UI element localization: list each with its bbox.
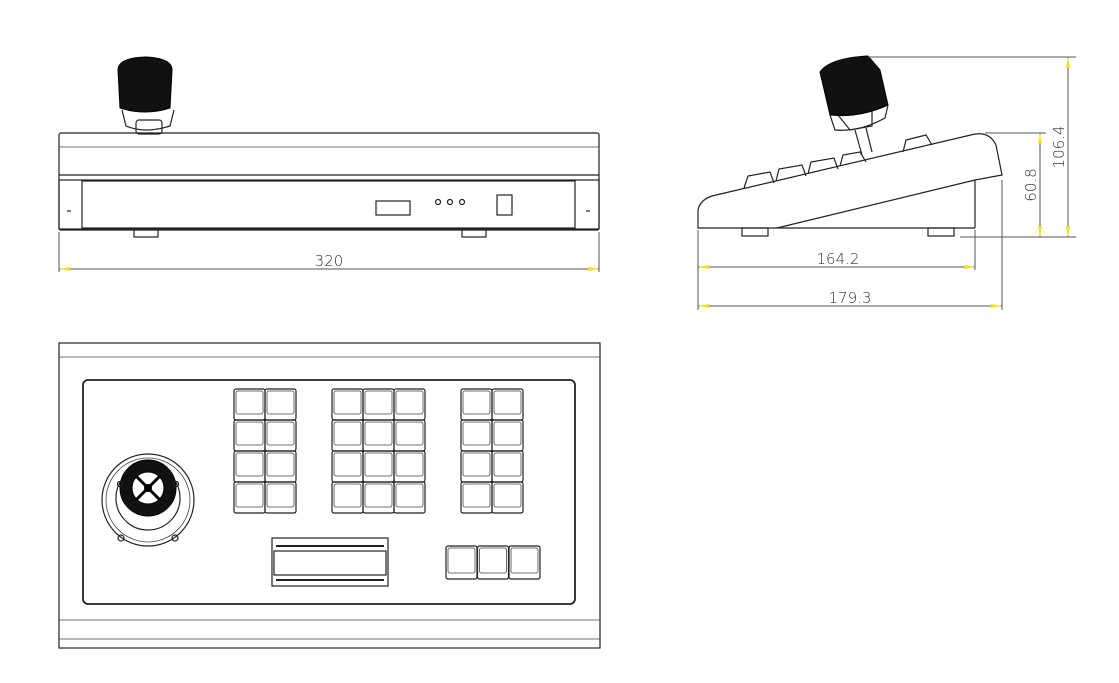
keypad-key-cap — [235, 390, 264, 415]
keypad-key — [460, 419, 493, 452]
keypad-key — [362, 481, 395, 514]
keypad-key — [233, 419, 266, 452]
dimension-width: 320 — [58, 232, 600, 272]
joystick-side — [819, 55, 889, 156]
keypad-key-cap — [493, 483, 522, 508]
keypad-key — [393, 388, 426, 421]
keypad-key — [331, 450, 364, 483]
dimension-depth-base: 164.2 — [697, 230, 976, 310]
keypad-key-cap — [364, 421, 393, 446]
keypad-key-cap — [395, 390, 424, 415]
keypad-key-cap — [493, 452, 522, 477]
keypad-key — [264, 450, 297, 483]
keypad-key — [491, 481, 524, 514]
keypad-key — [264, 481, 297, 514]
keypad-key — [233, 481, 266, 514]
keypad-key — [264, 388, 297, 421]
keypad-key — [331, 388, 364, 421]
dimension-height-total: 106.4 — [868, 56, 1076, 237]
keypad-key-cap — [447, 547, 476, 574]
joystick-front — [117, 56, 175, 135]
keypad-key — [460, 450, 493, 483]
keypad-key-cap — [493, 390, 522, 415]
keypad-key — [362, 388, 395, 421]
keypad-key-cap — [462, 452, 491, 477]
keypad-key — [460, 388, 493, 421]
dimension-label-depth-total: 179.3 — [829, 289, 872, 307]
keypad-key-cap — [333, 452, 362, 477]
keypad-key-cap — [266, 390, 295, 415]
keypad-key — [393, 450, 426, 483]
keypad-key-cap — [395, 452, 424, 477]
keypad-key — [491, 388, 524, 421]
keypad-key — [362, 450, 395, 483]
keypad-key-cap — [333, 483, 362, 508]
dimension-label-height-total: 106.4 — [1050, 126, 1068, 169]
keypad-key — [233, 388, 266, 421]
keypad-key-cap — [510, 547, 539, 574]
keypad-key-cap — [364, 483, 393, 508]
keypad-key — [393, 419, 426, 452]
keypad-key — [331, 419, 364, 452]
dimension-label-height-body: 60.8 — [1022, 168, 1040, 201]
led-indicator — [458, 198, 466, 206]
keypad-key-cap — [235, 483, 264, 508]
keypad-key-cap — [235, 452, 264, 477]
keypad-key — [508, 545, 541, 580]
keypad-key — [476, 545, 510, 580]
keypad-key — [491, 419, 524, 452]
keypad-key — [362, 419, 395, 452]
keypad-key-cap — [364, 452, 393, 477]
keypad-key-cap — [462, 483, 491, 508]
keypad-key-cap — [462, 390, 491, 415]
keypad-key-cap — [395, 483, 424, 508]
dimension-label-depth-base: 164.2 — [817, 250, 860, 268]
keypad-key-cap — [333, 390, 362, 415]
keypad-key-cap — [266, 452, 295, 477]
keypad-key-cap — [395, 421, 424, 446]
keypad-key-cap — [266, 483, 295, 508]
keypad-key — [233, 450, 266, 483]
keypad-key — [460, 481, 493, 514]
keypad-key — [264, 419, 297, 452]
front-view: 320 — [58, 56, 600, 272]
dimension-depth-total: 179.3 — [698, 180, 1003, 310]
keypad-key-cap — [493, 421, 522, 446]
led-indicator — [434, 198, 442, 206]
led-indicator — [446, 198, 454, 206]
dimension-height-body: 60.8 — [960, 132, 1076, 238]
dimension-label-width: 320 — [315, 252, 344, 270]
keypad-key-cap — [479, 547, 507, 574]
keypad-key — [393, 481, 426, 514]
keypad-key — [491, 450, 524, 483]
lcd-display — [271, 537, 389, 587]
power-switch — [496, 194, 513, 216]
keypad-key — [331, 481, 364, 514]
side-view: 164.2 179.3 60.8 106.4 — [697, 55, 1076, 310]
side-keys — [743, 134, 933, 189]
top-view — [58, 342, 601, 649]
keypad-key-cap — [333, 421, 362, 446]
keypad-key-cap — [462, 421, 491, 446]
keypad-key-cap — [235, 421, 264, 446]
keypad-key — [445, 545, 478, 580]
keypad-key-cap — [266, 421, 295, 446]
front-lcd — [375, 200, 411, 216]
joystick-top — [101, 453, 195, 547]
key-grid — [233, 388, 541, 580]
keypad-key-cap — [364, 390, 393, 415]
